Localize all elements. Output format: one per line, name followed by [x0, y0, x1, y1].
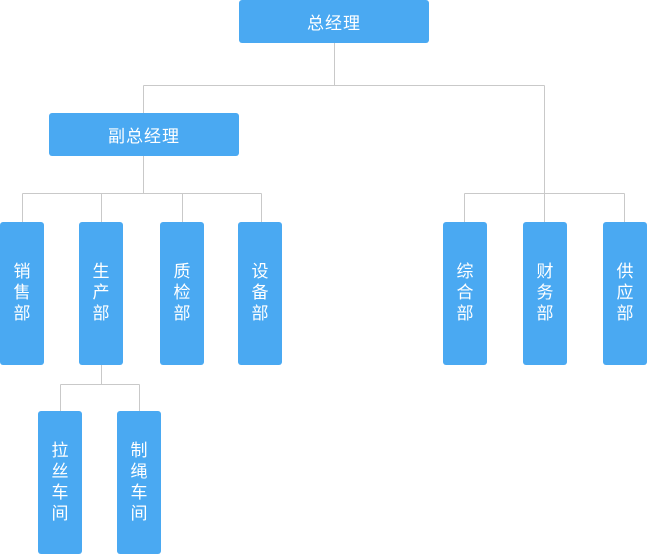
node-label-char: 产 [92, 283, 110, 303]
node-label-char: 间 [51, 503, 69, 524]
node-general-affairs: 综合部 [443, 222, 487, 365]
node-label-char: 部 [456, 304, 474, 324]
node-production: 生产部 [79, 222, 123, 365]
node-supply: 供应部 [603, 222, 647, 365]
node-label-char: 拉 [51, 440, 69, 461]
node-label-char: 合 [456, 283, 474, 303]
connector-lines [22, 43, 625, 411]
node-quality: 质检部 [160, 222, 204, 365]
node-sales: 销售部 [0, 222, 44, 365]
node-equipment: 设备部 [238, 222, 282, 365]
node-label-char: 供 [616, 262, 634, 282]
node-label-char: 部 [173, 304, 191, 324]
node-label-char: 售 [13, 283, 31, 303]
node-label-char: 设 [251, 262, 269, 282]
node-finance: 财务部 [523, 222, 567, 365]
node-label-char: 间 [130, 503, 148, 524]
node-label-char: 销 [13, 262, 31, 282]
node-ceo: 总经理 [239, 0, 429, 43]
node-label-char: 车 [51, 482, 69, 503]
node-label-char: 车 [130, 482, 148, 503]
node-label-char: 丝 [51, 461, 69, 482]
node-drawing-workshop: 拉丝车间 [38, 411, 82, 554]
node-label-char: 绳 [130, 461, 148, 482]
node-label-char: 制 [130, 440, 148, 461]
node-label-char: 部 [616, 304, 634, 324]
node-rope-workshop: 制绳车间 [117, 411, 161, 554]
node-label-char: 质 [173, 262, 191, 282]
node-label-char: 综 [456, 262, 474, 282]
node-label-char: 部 [251, 304, 269, 324]
node-deputy: 副总经理 [49, 113, 239, 156]
node-label-char: 务 [536, 283, 554, 303]
node-label-char: 生 [92, 262, 110, 282]
node-label-char: 备 [251, 283, 269, 303]
node-label-char: 部 [92, 304, 110, 324]
node-label-char: 部 [536, 304, 554, 324]
node-label-char: 部 [13, 304, 31, 324]
node-label-char: 应 [616, 283, 634, 303]
node-label-char: 财 [536, 262, 554, 282]
node-label-char: 检 [173, 283, 191, 303]
